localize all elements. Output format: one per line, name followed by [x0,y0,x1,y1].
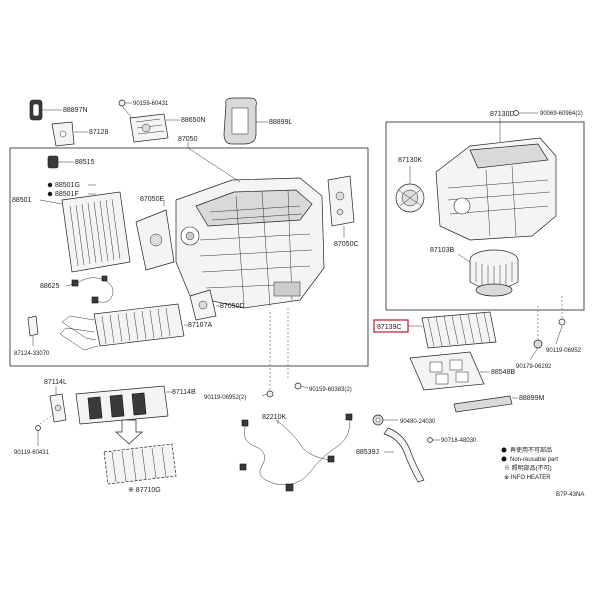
highlight-87139c[interactable]: 87139C [373,319,409,333]
label-90069-60964: 90069-60964(2) [540,111,583,117]
nonreusable-icon-en [501,456,507,462]
arrow-down-icon [115,419,143,445]
label-87710g: ※ 87710G [128,487,161,494]
label-90119-06952-right: 90119-06952 [546,348,582,354]
label-88899l: 88899L [269,119,292,126]
bullet-88501g [47,182,53,188]
label-88625: 88625 [40,283,60,290]
legend-line1: 再使用不可部品 [510,446,552,454]
label-90159-60383: 90159-60383(2) [309,387,352,393]
nonreusable-icon [501,447,507,453]
legend-line3: ※ 照明部品(不可) [504,464,552,472]
label-88548b: 88548B [491,369,515,376]
damper-87130k[interactable] [395,183,425,213]
amplifier-88650n[interactable] [129,113,169,143]
valve-88515[interactable] [47,155,59,169]
grommet-90480-24030[interactable] [372,414,384,426]
screw-90069-60964[interactable] [513,110,519,116]
label-87130d: 87130D [490,111,515,118]
cover-88548b[interactable] [409,351,485,391]
seal-88899m[interactable] [453,395,513,413]
label-88539j: 88539J [356,449,379,456]
label-90718-48030: 90718-48030 [441,438,477,444]
label-82210k: 82210K [262,414,286,421]
label-88501g: 88501G [55,182,80,189]
heater-case-87050[interactable] [175,177,325,309]
damper-87050e[interactable] [135,209,175,271]
label-87050d: 87050D [220,303,245,310]
actuator-87050d[interactable] [189,289,217,321]
heater-unit-frame [9,147,369,367]
label-87114b: 87114B [172,389,196,396]
drain-hose-88539j[interactable] [383,427,425,483]
label-87107a: 87107A [188,322,212,329]
blower-case-87130d[interactable] [435,137,557,241]
blower-unit-frame [385,121,585,311]
label-90480-24030: 90480-24030 [400,419,436,425]
evaporator-88501[interactable] [61,191,131,273]
clip-87124-33070[interactable] [27,315,39,337]
label-87050c: 87050C [334,241,359,248]
screw-90119-06952-right[interactable] [558,318,566,326]
clip-88897n[interactable] [29,99,43,121]
heater-core-87107a[interactable] [59,303,185,351]
diagram-reference: B7P-43NA [556,492,584,498]
label-87050e: 87050E [140,196,164,203]
grommet-90179-06292[interactable] [533,339,543,349]
label-87103b: 87103B [430,247,454,254]
label-88897n: 88897N [63,107,88,114]
label-87130k: 87130K [398,157,422,164]
label-88501: 88501 [12,197,32,204]
screw-90159-60431[interactable] [118,99,126,107]
wire-harness-82210k[interactable] [239,413,353,492]
label-87050: 87050 [178,136,198,143]
legend: 再使用不可部品 Non-reusable part ※ 照明部品(不可) ※ I… [501,446,558,481]
cabin-filter[interactable] [421,311,497,349]
actuator-87050c[interactable] [327,175,355,227]
label-87139c: 87139C [377,324,402,331]
label-90119-60431: 90119-60431 [14,450,50,456]
label-87114l: 87114L [44,379,67,386]
label-88899m: 88899M [519,395,544,402]
bracket-87128[interactable] [51,121,75,147]
screw-90159-60383[interactable] [294,382,302,390]
harness-88625[interactable] [71,275,114,304]
label-88515: 88515 [75,159,95,166]
legend-line4: ※ INFO HEATER [504,474,551,481]
label-90119-06952-2: 90119-06952(2) [204,395,246,401]
bullet-88501f [47,191,53,197]
label-90159-60431: 90159-60431 [133,101,169,107]
label-88650n: 88650N [181,117,206,124]
seal-88899l[interactable] [223,97,257,145]
legend-line2: Non-reusable part [510,457,558,463]
heater-element-87710g[interactable] [103,443,177,485]
blower-motor-87103b[interactable] [469,249,519,297]
screw-90119-60431[interactable] [35,425,41,431]
screw-90119-06952-2[interactable] [266,390,274,398]
heater-panel-87114b[interactable] [75,385,169,425]
label-87124-33070: 87124-33070 [14,351,50,357]
label-87128: 87128 [89,129,109,136]
label-88501f: 88501F [55,191,79,198]
bracket-87114l[interactable] [49,393,67,423]
clip-90718-48030[interactable] [427,437,433,443]
label-90179-06292: 90179-06292 [516,364,552,370]
